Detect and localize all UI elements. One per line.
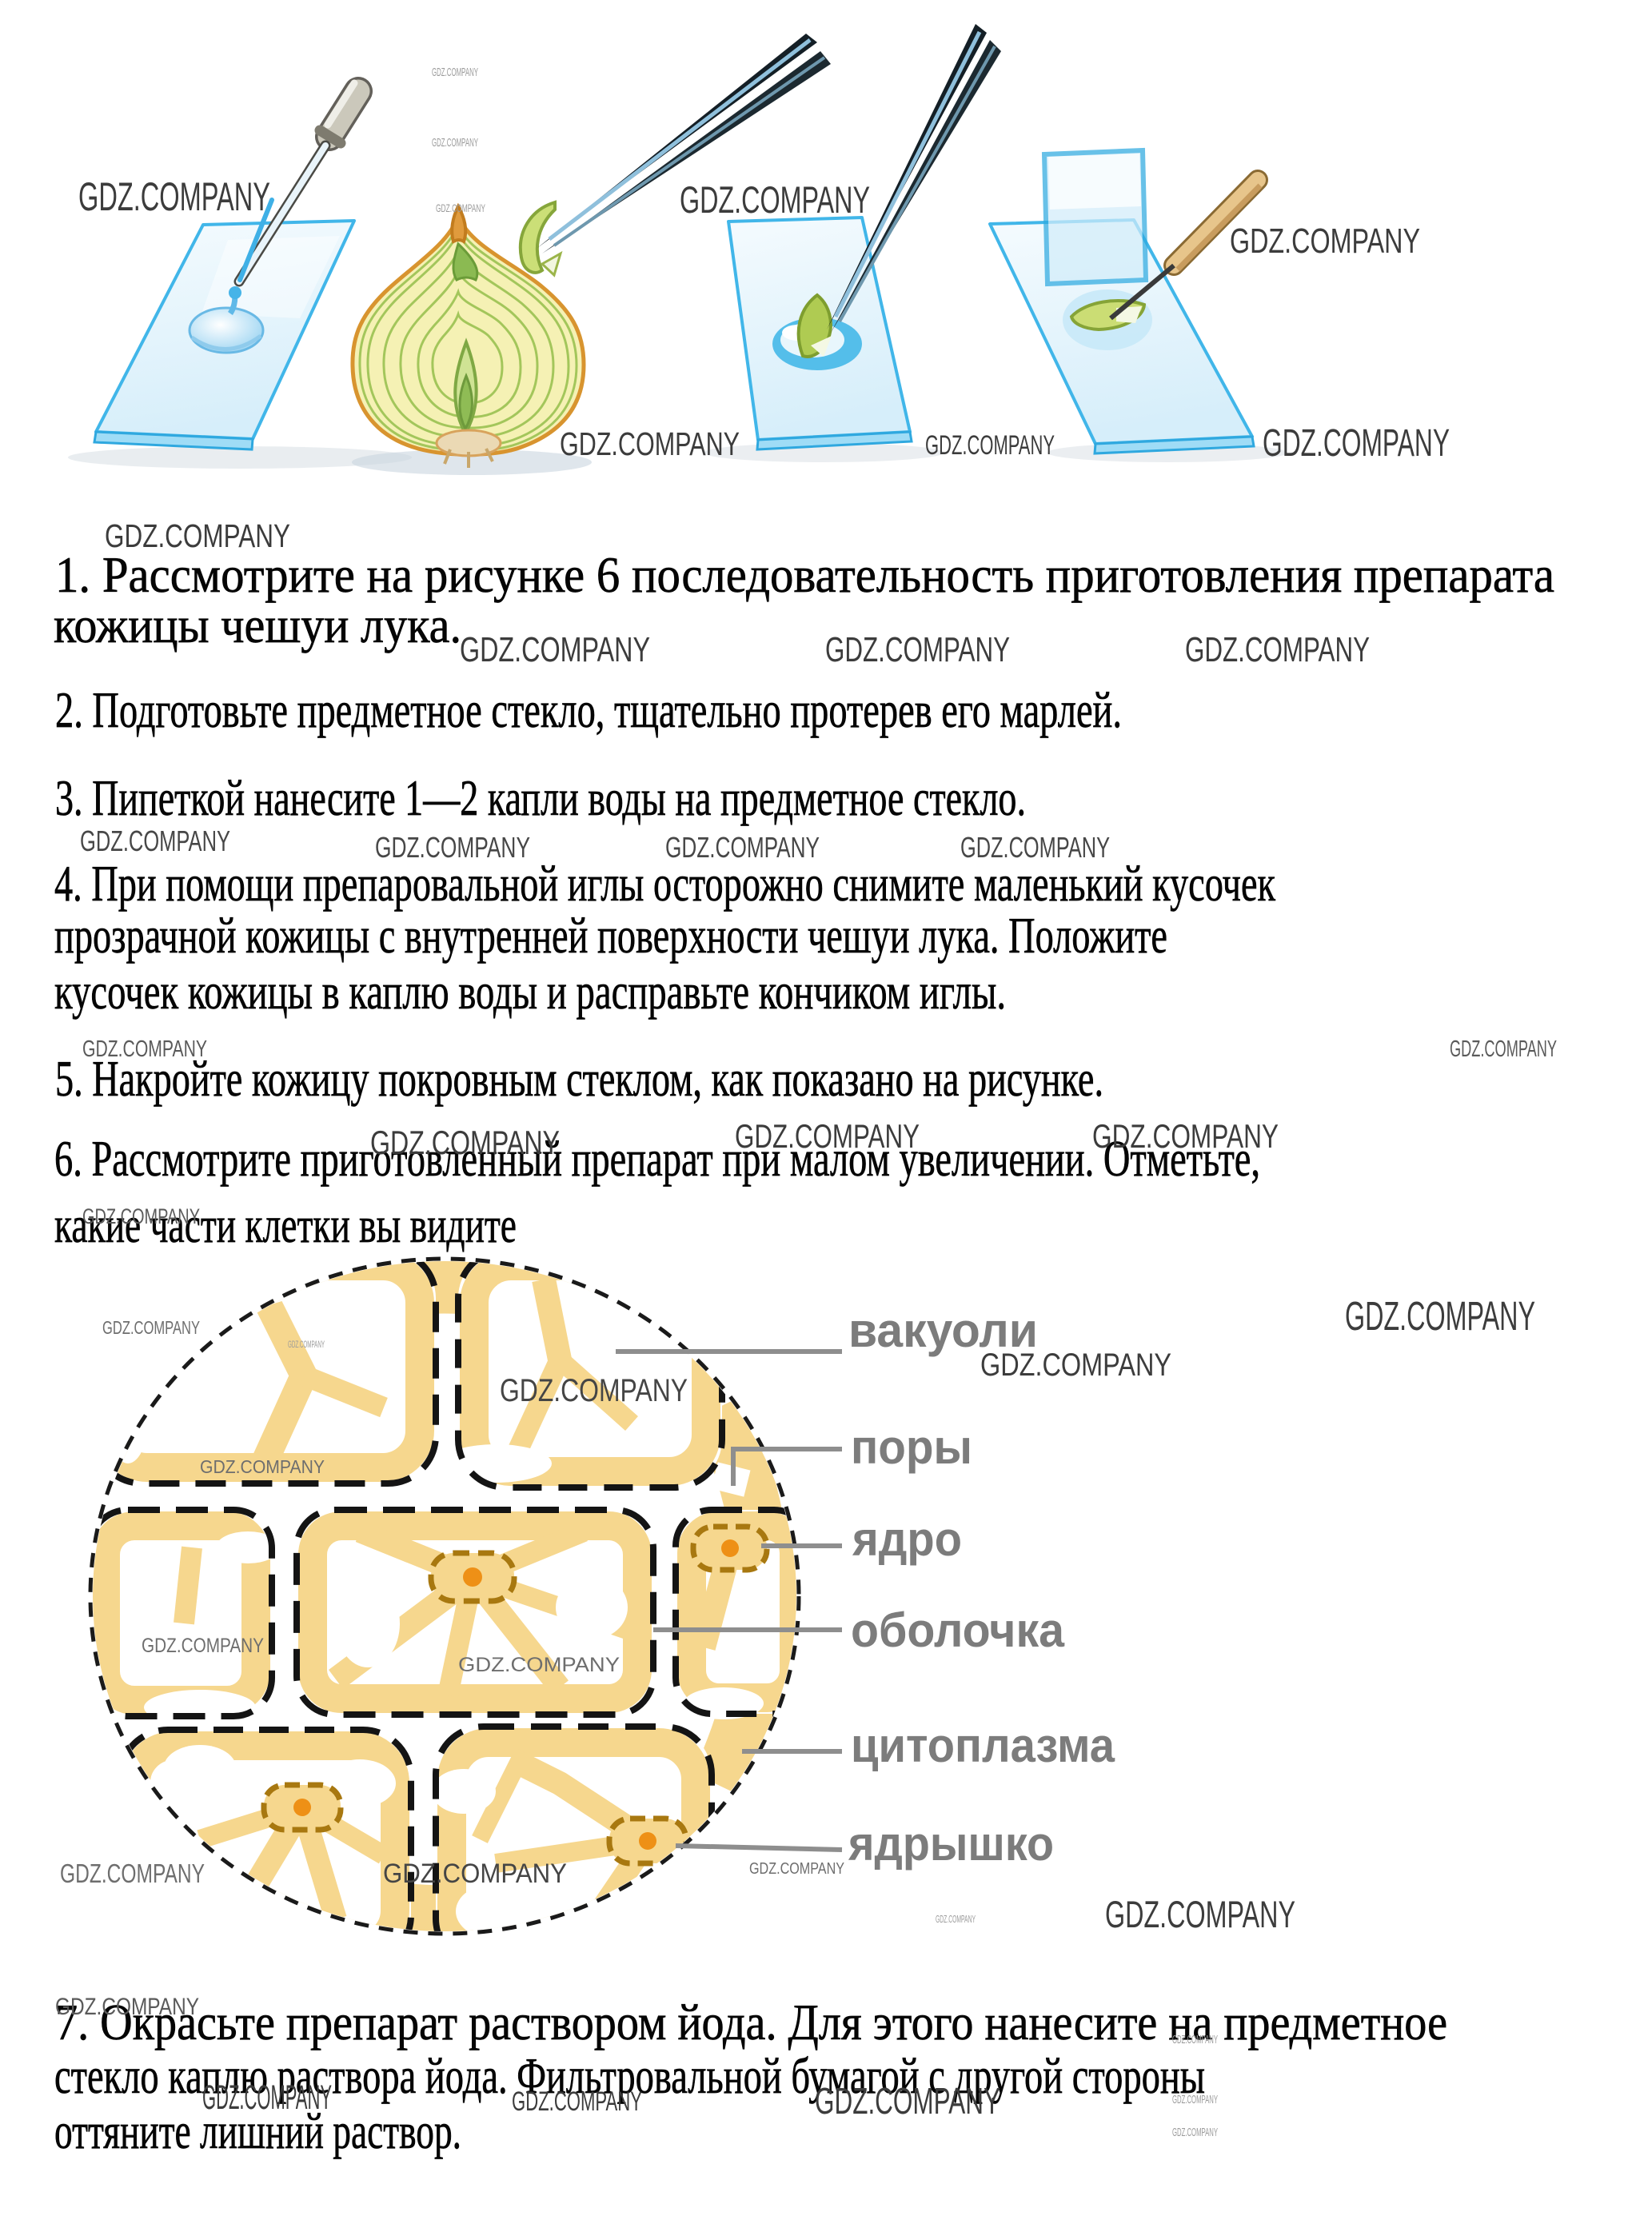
svg-text:GDZ.COMPANY: GDZ.COMPANY [680, 178, 870, 221]
svg-text:GDZ.COMPANY: GDZ.COMPANY [825, 630, 1010, 669]
svg-text:GDZ.COMPANY: GDZ.COMPANY [1105, 1893, 1295, 1935]
svg-text:GDZ.COMPANY: GDZ.COMPANY [370, 1124, 560, 1161]
svg-text:GDZ.COMPANY: GDZ.COMPANY [815, 2080, 1000, 2122]
svg-text:4. При помощи препаровальной и: 4. При помощи препаровальной иглы осторо… [54, 855, 1276, 912]
svg-text:GDZ.COMPANY: GDZ.COMPANY [960, 831, 1110, 864]
svg-text:GDZ.COMPANY: GDZ.COMPANY [202, 2078, 332, 2117]
svg-text:GDZ.COMPANY: GDZ.COMPANY [80, 825, 230, 857]
svg-text:GDZ.COMPANY: GDZ.COMPANY [1263, 422, 1450, 465]
svg-text:1. Рассмотрите на рисунке 6 по: 1. Рассмотрите на рисунке 6 последовател… [55, 546, 1554, 603]
svg-text:GDZ.COMPANY: GDZ.COMPANY [460, 630, 650, 669]
svg-text:GDZ.COMPANY: GDZ.COMPANY [82, 1036, 207, 1062]
svg-text:GDZ.COMPANY: GDZ.COMPANY [936, 1913, 976, 1925]
svg-text:оттяните лишний раствор.: оттяните лишний раствор. [54, 2102, 461, 2159]
svg-text:GDZ.COMPANY: GDZ.COMPANY [432, 136, 478, 150]
svg-text:GDZ.COMPANY: GDZ.COMPANY [78, 174, 270, 219]
svg-text:3. Пипеткой нанесите 1—2 капли: 3. Пипеткой нанесите 1—2 капли воды на п… [55, 769, 1026, 826]
svg-text:GDZ.COMPANY: GDZ.COMPANY [1172, 2093, 1218, 2106]
svg-text:GDZ.COMPANY: GDZ.COMPANY [142, 1635, 264, 1657]
svg-text:ядрышко: ядрышко [848, 1817, 1054, 1871]
svg-text:GDZ.COMPANY: GDZ.COMPANY [560, 425, 740, 462]
svg-text:GDZ.COMPANY: GDZ.COMPANY [200, 1456, 325, 1477]
svg-text:GDZ.COMPANY: GDZ.COMPANY [1172, 2033, 1218, 2046]
svg-text:GDZ.COMPANY: GDZ.COMPANY [1172, 2126, 1218, 2139]
svg-text:кусочек кожицы в каплю воды и: кусочек кожицы в каплю воды и расправьте… [54, 963, 1006, 1020]
svg-text:5. Накройте кожицу покровным с: 5. Накройте кожицу покровным стеклом, ка… [55, 1050, 1103, 1107]
svg-text:GDZ.COMPANY: GDZ.COMPANY [749, 1860, 844, 1878]
svg-text:GDZ.COMPANY: GDZ.COMPANY [82, 1204, 200, 1228]
svg-text:2. Подготовьте предметное стек: 2. Подготовьте предметное стекло, тщател… [55, 681, 1122, 738]
svg-text:поры: поры [851, 1420, 972, 1474]
svg-text:кожицы чешуи лука.: кожицы чешуи лука. [54, 597, 461, 653]
svg-text:прозрачной кожицы с внутренней: прозрачной кожицы с внутренней поверхнос… [54, 907, 1167, 964]
svg-text:GDZ.COMPANY: GDZ.COMPANY [500, 1373, 688, 1408]
svg-text:GDZ.COMPANY: GDZ.COMPANY [432, 66, 478, 79]
svg-text:7. Окрасьте препарат раствором: 7. Окрасьте препарат раствором йода. Для… [55, 1994, 1447, 2050]
svg-text:GDZ.COMPANY: GDZ.COMPANY [436, 202, 485, 214]
svg-text:вакуоли: вакуоли [848, 1304, 1038, 1357]
svg-text:цитоплазма: цитоплазма [851, 1719, 1115, 1772]
svg-text:GDZ.COMPANY: GDZ.COMPANY [375, 831, 530, 864]
svg-text:GDZ.COMPANY: GDZ.COMPANY [1450, 1036, 1557, 1062]
svg-text:GDZ.COMPANY: GDZ.COMPANY [925, 430, 1055, 461]
svg-text:6. Рассмотрите приготовленный: 6. Рассмотрите приготовленный препарат п… [54, 1130, 1260, 1187]
svg-text:GDZ.COMPANY: GDZ.COMPANY [383, 1859, 567, 1889]
svg-text:какие части клетки вы видите: какие части клетки вы видите [54, 1196, 517, 1253]
svg-text:GDZ.COMPANY: GDZ.COMPANY [458, 1654, 620, 1676]
svg-text:GDZ.COMPANY: GDZ.COMPANY [735, 1117, 920, 1155]
svg-text:GDZ.COMPANY: GDZ.COMPANY [512, 2086, 642, 2117]
svg-text:GDZ.COMPANY: GDZ.COMPANY [1185, 630, 1370, 669]
svg-text:оболочка: оболочка [851, 1603, 1065, 1657]
svg-text:GDZ.COMPANY: GDZ.COMPANY [60, 1859, 205, 1888]
svg-text:GDZ.COMPANY: GDZ.COMPANY [55, 1994, 199, 2020]
svg-text:GDZ.COMPANY: GDZ.COMPANY [665, 831, 820, 864]
svg-text:GDZ.COMPANY: GDZ.COMPANY [105, 517, 290, 554]
svg-text:GDZ.COMPANY: GDZ.COMPANY [102, 1317, 200, 1338]
svg-text:стекло каплю раствора йода. Фи: стекло каплю раствора йода. Фильтровальн… [54, 2047, 1205, 2104]
svg-text:ядро: ядро [852, 1512, 962, 1566]
svg-text:GDZ.COMPANY: GDZ.COMPANY [1092, 1117, 1279, 1155]
svg-text:GDZ.COMPANY: GDZ.COMPANY [980, 1348, 1171, 1383]
svg-text:GDZ.COMPANY: GDZ.COMPANY [288, 1339, 325, 1350]
svg-text:GDZ.COMPANY: GDZ.COMPANY [1230, 222, 1420, 261]
svg-text:GDZ.COMPANY: GDZ.COMPANY [1345, 1293, 1535, 1339]
